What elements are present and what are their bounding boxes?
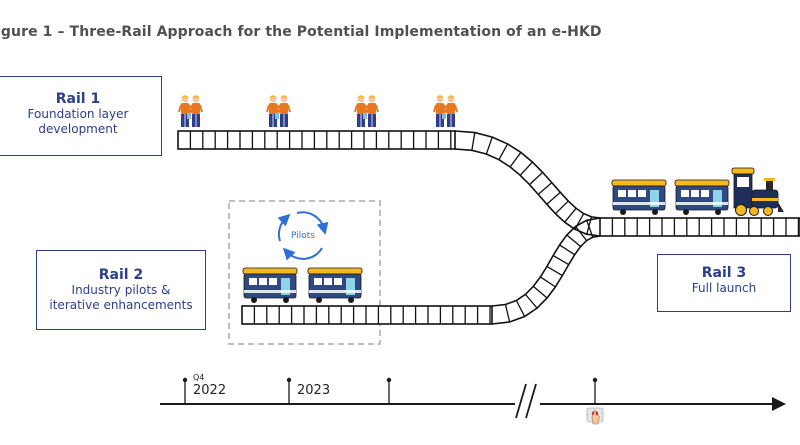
carriage-icon [307, 267, 363, 303]
pilots-dashed-box [228, 200, 381, 345]
timeline-tick-3 [386, 377, 392, 404]
carriage-icon [611, 179, 667, 215]
tick-2-label: 2023 [297, 383, 330, 398]
locomotive-icon [731, 167, 784, 216]
rail-3-desc-line1: Full launch [691, 281, 757, 295]
worker-icon [354, 95, 369, 127]
worker-icon [442, 95, 458, 127]
carriage-icon [242, 267, 298, 303]
rail-3-straight-track [599, 217, 800, 237]
timeline-tick-4 [592, 377, 598, 404]
rail-2-carriages [242, 267, 363, 303]
rail-2-curved-track [491, 217, 601, 325]
railway-tracks [177, 130, 800, 325]
cycle-arrows-icon [277, 211, 329, 261]
workers-group [178, 95, 458, 127]
rail-1-curved-track [454, 130, 601, 237]
worker-icon [275, 95, 291, 127]
worker-icon [187, 95, 203, 127]
rail-1-title: Rail 1 [55, 91, 101, 107]
rail-2-box: Rail 2 Industry pilots & iterative enhan… [36, 250, 206, 330]
rail-2-desc-line1: Industry pilots & [71, 283, 171, 297]
rail-3-title: Rail 3 [701, 265, 747, 281]
rail-2-desc-line2: iterative enhancements [49, 298, 193, 312]
rail-1-straight-track [177, 130, 456, 150]
rail-2-title: Rail 2 [98, 267, 144, 283]
pilots-label: Pilots [291, 231, 315, 241]
rail-3-box: Rail 3 Full launch [657, 254, 791, 312]
timeline-arrowhead [772, 397, 786, 411]
rail-1-box: Rail 1 Foundation layer development [0, 76, 162, 156]
carriage-icon [674, 179, 730, 215]
rail-1-desc-line1: Foundation layer [27, 107, 129, 121]
worker-icon [363, 95, 379, 127]
rail-3-train [611, 167, 784, 216]
figure-title: igure 1 – Three-Rail Approach for the Po… [0, 24, 602, 40]
timeline-tick-q4-2022: Q4 2022 [182, 373, 226, 404]
tick-1-label: 2022 [193, 383, 226, 398]
timeline-break-mark-2 [525, 383, 537, 419]
hand-pointer-icon [586, 407, 604, 425]
timeline-break-mark-1 [515, 383, 527, 419]
tick-1-top-label: Q4 [193, 373, 204, 382]
timeline-tick-2023: 2023 [286, 377, 330, 404]
timeline: Q4 2022 2023 [160, 373, 786, 425]
rail-1-desc-line2: development [38, 122, 118, 136]
worker-icon [266, 95, 281, 127]
rail-2-straight-track [241, 305, 493, 325]
worker-icon [178, 95, 193, 127]
